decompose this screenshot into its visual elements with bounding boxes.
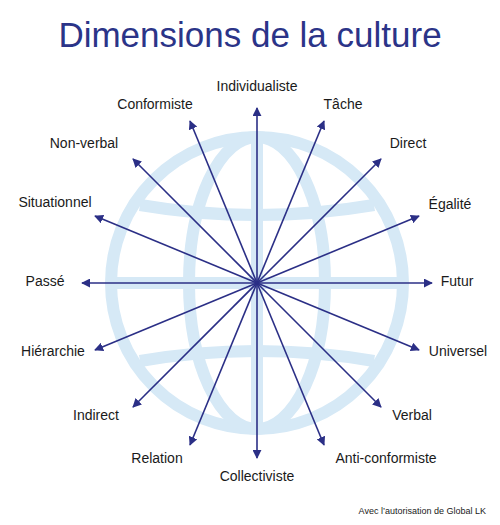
dimension-label: Individualiste: [217, 78, 298, 94]
dimension-label: Anti-conformiste: [335, 450, 436, 466]
dimension-label: Égalité: [429, 196, 472, 212]
credit-caption: Avec l’autorisation de Global LK: [359, 506, 486, 516]
dimension-label: Collectiviste: [220, 468, 295, 484]
dimension-label: Indirect: [73, 407, 119, 423]
dimension-label: Futur: [441, 273, 474, 289]
dimension-label: Non-verbal: [50, 135, 118, 151]
diagram-title: Dimensions de la culture: [0, 14, 500, 56]
dimension-label: Passé: [26, 273, 65, 289]
dimension-arrows: [82, 108, 432, 458]
dimension-label: Direct: [390, 135, 427, 151]
dimension-label: Conformiste: [117, 96, 192, 112]
dimension-label: Relation: [131, 450, 182, 466]
dimension-label: Situationnel: [18, 194, 91, 210]
dimension-label: Hiérarchie: [21, 343, 85, 359]
dimension-label: Universel: [429, 343, 487, 359]
dimension-label: Verbal: [392, 407, 432, 423]
dimension-label: Tâche: [324, 96, 363, 112]
